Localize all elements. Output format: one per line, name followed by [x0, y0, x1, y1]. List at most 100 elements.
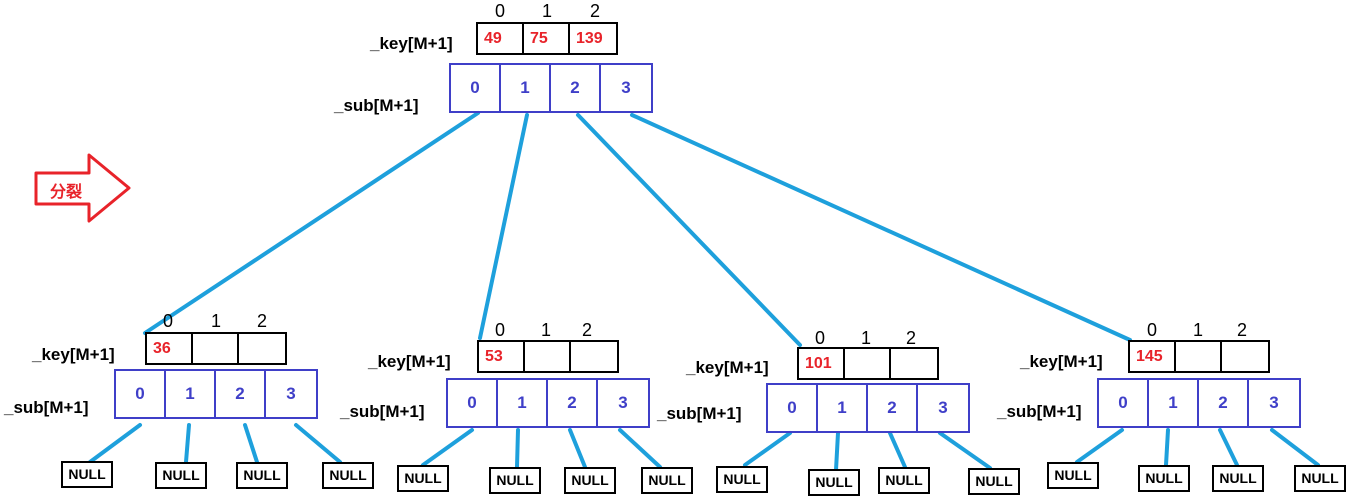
index-label: 1 — [210, 311, 221, 331]
index-label: 2 — [1236, 320, 1247, 340]
sub-array: 0 1 2 3 — [766, 383, 970, 433]
edge-c2-3 — [618, 428, 662, 469]
key-array-label: _key[M+1] — [686, 358, 769, 377]
sub-array: 0 1 2 3 — [449, 63, 653, 113]
key-array: 36 — [145, 332, 287, 365]
key-array: 101 — [797, 347, 939, 380]
sub-cell: 3 — [618, 393, 628, 412]
edge-c4-3 — [1270, 428, 1320, 467]
key-array: 53 — [477, 340, 619, 373]
null-box: NULL — [808, 469, 860, 496]
sub-cell: 1 — [1149, 380, 1199, 426]
edge-c3-3 — [938, 431, 992, 470]
sub-cell: 2 — [548, 380, 598, 426]
sub-cell: 0 — [768, 385, 818, 431]
edge-c1-0 — [88, 423, 142, 464]
index-label: 1 — [541, 1, 552, 21]
key-cell — [845, 349, 891, 378]
index-label: 2 — [256, 311, 267, 331]
edge-c3-0 — [743, 431, 792, 467]
key-cell: 49 — [478, 24, 524, 53]
null-box: NULL — [489, 467, 541, 494]
index-label: 2 — [589, 1, 600, 21]
null-box: NULL — [236, 462, 288, 489]
key-cell — [1176, 342, 1222, 371]
split-arrow-icon — [34, 153, 131, 223]
index-label: 0 — [162, 311, 173, 331]
null-box: NULL — [878, 467, 930, 494]
index-label: 0 — [494, 320, 505, 340]
key-cell: 36 — [147, 334, 193, 363]
null-box: NULL — [1138, 465, 1190, 492]
key-cell: 139 — [576, 30, 603, 47]
sub-cell: 2 — [216, 371, 266, 417]
index-label: 2 — [905, 328, 916, 348]
sub-array-label: _sub[M+1] — [334, 96, 419, 115]
sub-cell: 0 — [448, 380, 498, 426]
edge-c2-0 — [421, 428, 474, 467]
key-cell: 75 — [524, 24, 570, 53]
null-box: NULL — [322, 462, 374, 489]
key-cell — [891, 349, 937, 378]
sub-cell: 3 — [286, 384, 296, 403]
null-box: NULL — [564, 467, 616, 494]
key-cell — [525, 342, 571, 371]
edge-root-3 — [630, 113, 1132, 342]
sub-cell: 1 — [501, 65, 551, 111]
edge-c1-2 — [243, 423, 259, 464]
key-cell — [239, 334, 285, 363]
index-label: 1 — [540, 320, 551, 340]
edge-c4-1 — [1164, 428, 1170, 467]
key-array-label: _key[M+1] — [32, 345, 115, 364]
index-label: 0 — [1146, 320, 1157, 340]
sub-array-label: _sub[M+1] — [340, 402, 425, 421]
sub-array: 0 1 2 3 — [446, 378, 650, 428]
sub-array-label: _sub[M+1] — [657, 404, 742, 423]
key-cell: 145 — [1130, 342, 1176, 371]
null-box: NULL — [1047, 462, 1099, 489]
sub-array: 0 1 2 3 — [1097, 378, 1301, 428]
sub-cell: 0 — [451, 65, 501, 111]
key-array: 49 75 139 — [476, 22, 618, 55]
null-box: NULL — [397, 465, 449, 492]
sub-cell: 1 — [818, 385, 868, 431]
sub-cell: 0 — [1099, 380, 1149, 426]
null-box: NULL — [968, 468, 1020, 495]
edge-c3-2 — [888, 431, 907, 469]
key-array-label: _key[M+1] — [368, 352, 451, 371]
index-label: 2 — [581, 320, 592, 340]
sub-array-label: _sub[M+1] — [4, 398, 89, 417]
null-box: NULL — [641, 467, 693, 494]
null-box: NULL — [1294, 465, 1346, 492]
sub-cell: 0 — [116, 371, 166, 417]
null-box: NULL — [716, 466, 768, 493]
edge-root-2 — [576, 113, 802, 347]
index-label: 1 — [1192, 320, 1203, 340]
edge-c2-1 — [515, 428, 520, 469]
key-array: 145 — [1128, 340, 1270, 373]
edge-c1-3 — [294, 423, 342, 464]
key-cell — [193, 334, 239, 363]
sub-cell: 3 — [1269, 393, 1279, 412]
null-box: NULL — [155, 462, 207, 489]
edge-root-1 — [478, 113, 529, 340]
key-array-label: _key[M+1] — [370, 34, 453, 53]
null-box: NULL — [61, 461, 113, 488]
index-label: 0 — [814, 328, 825, 348]
key-array-label: _key[M+1] — [1020, 352, 1103, 371]
key-cell: 53 — [479, 342, 525, 371]
sub-cell: 1 — [498, 380, 548, 426]
sub-cell: 2 — [1199, 380, 1249, 426]
edge-c2-2 — [568, 428, 587, 469]
null-box: NULL — [1212, 465, 1264, 492]
edge-c1-1 — [184, 423, 191, 464]
index-label: 1 — [860, 328, 871, 348]
sub-cell: 3 — [621, 78, 631, 97]
key-cell: 101 — [799, 349, 845, 378]
sub-cell: 2 — [868, 385, 918, 431]
edge-root-0 — [143, 111, 480, 335]
sub-array: 0 1 2 3 — [114, 369, 318, 419]
edge-c4-2 — [1218, 428, 1239, 467]
edge-c4-0 — [1075, 428, 1124, 464]
